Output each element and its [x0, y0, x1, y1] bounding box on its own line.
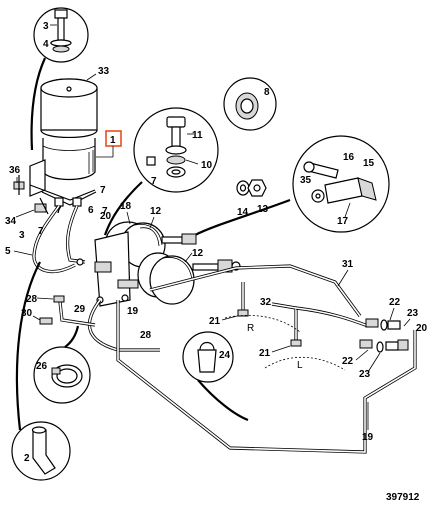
callout-30: 30: [21, 308, 33, 319]
callout-11: 11: [192, 130, 203, 141]
callout-36: 36: [9, 165, 21, 176]
servo-mounting-plate: [76, 231, 139, 307]
callout-2: 2: [24, 453, 30, 464]
callout-4: 4: [43, 39, 49, 50]
leader-clevis: [194, 198, 291, 236]
elbow-hose-detail-circle: [11, 421, 71, 481]
figure-number: 397912: [386, 492, 420, 503]
leader-valve: [103, 181, 143, 236]
callout-22-lower: 22: [342, 356, 354, 367]
callout-15: 15: [363, 158, 375, 169]
callout-18: 18: [120, 201, 132, 212]
side-label-left: L: [297, 360, 303, 371]
wheel-arc-right: [224, 314, 301, 333]
callout-28-left: 28: [26, 294, 38, 305]
hose-32: [271, 302, 298, 340]
wheel-arc-left: [264, 356, 346, 371]
callout-5: 5: [5, 246, 11, 257]
leader-clamp: [64, 325, 80, 348]
hose-clamp-detail-circle: [33, 346, 91, 404]
leader-left-long: [15, 261, 41, 431]
callout-20-right: 20: [416, 323, 428, 334]
callout-16: 16: [343, 152, 355, 163]
reservoir: [29, 78, 98, 206]
hose-right: [65, 205, 86, 264]
callout-34: 34: [5, 216, 17, 227]
callout-17: 17: [337, 216, 349, 227]
callout-35: 35: [300, 175, 312, 186]
callout-7-left: 7: [56, 205, 62, 216]
callout-1: 1: [110, 135, 116, 146]
grommet-detail-circle: [223, 77, 277, 131]
callout-12-lower: 12: [192, 248, 204, 259]
washer-nut: [236, 179, 267, 197]
bracket-fasteners: [13, 175, 49, 215]
callout-10: 10: [201, 160, 213, 171]
bolt-detail-circle: [33, 7, 89, 63]
callout-31: 31: [342, 259, 354, 270]
callout-26: 26: [36, 361, 48, 372]
callout-19-servo: 19: [127, 306, 139, 317]
callout-12-upper: 12: [150, 206, 162, 217]
callout-24: 24: [219, 350, 231, 361]
leader-33: [86, 73, 97, 81]
union-pair-upper: [365, 318, 401, 331]
callout-23-upper: 23: [407, 308, 419, 319]
callout-23-lower: 23: [359, 369, 371, 380]
side-label-right: R: [247, 323, 254, 334]
callout-7-lower: 7: [102, 206, 108, 217]
callout-7-mid: 7: [38, 226, 44, 237]
callout-22-upper: 22: [389, 297, 401, 308]
callout-1-highlight-box: [105, 130, 122, 147]
callout-3-top: 3: [43, 21, 49, 32]
valve-detail-circle: [133, 107, 219, 193]
clip-detail-circle: [182, 331, 234, 383]
clevis-detail-circle: [292, 135, 390, 233]
leader-bolt: [30, 57, 47, 151]
callout-32: 32: [260, 297, 272, 308]
callout-20-left: 20: [100, 211, 112, 222]
callout-8: 8: [264, 87, 270, 98]
callout-28-center: 28: [140, 330, 152, 341]
callout-29: 29: [74, 304, 86, 315]
union-fittings: [39, 295, 65, 325]
callout-3-mid: 3: [19, 230, 25, 241]
leader-clip: [197, 379, 249, 422]
callout-7-right: 7: [100, 185, 106, 196]
union-pair-lower: [359, 339, 409, 353]
callout-33: 33: [98, 66, 110, 77]
callout-7-detail: 7: [151, 176, 157, 187]
callout-14: 14: [237, 207, 249, 218]
callout-6: 6: [88, 205, 94, 216]
callout-21-right: 21: [209, 316, 221, 327]
callout-19-bottom: 19: [362, 432, 374, 443]
callout-21-left: 21: [259, 348, 271, 359]
